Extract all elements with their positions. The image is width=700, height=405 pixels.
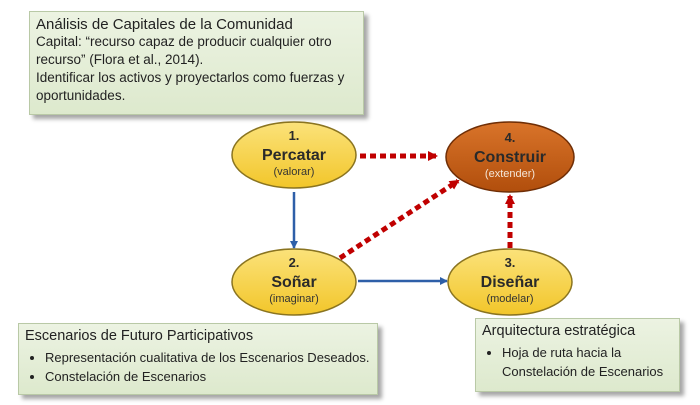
list-item: Representación cualitativa de los Escena… — [45, 348, 371, 367]
list-item: Hoja de ruta hacia la Constelación de Es… — [502, 343, 673, 381]
node-label: Percatar — [262, 147, 326, 164]
capitales-analysis-box: Análisis de Capitales de la Comunidad Ca… — [29, 11, 364, 115]
node-number: 2. — [289, 255, 300, 270]
node-subtitle: (modelar) — [486, 293, 533, 305]
escenarios-list: Representación cualitativa de los Escena… — [25, 348, 371, 386]
node-label: Diseñar — [481, 274, 540, 291]
node-subtitle: (extender) — [485, 168, 535, 180]
arquitectura-title: Arquitectura estratégica — [482, 323, 636, 339]
node-sonar: 2. Soñar (imaginar) — [231, 248, 357, 316]
node-percatar: 1. Percatar (valorar) — [231, 121, 357, 189]
node-label: Construir — [474, 149, 546, 166]
node-subtitle: (imaginar) — [269, 293, 319, 305]
capitales-line: Capital: “recurso capaz de producir cual… — [36, 34, 332, 49]
capitales-line: recurso” (Flora et al., 2014). — [36, 52, 204, 67]
node-disenar: 3. Diseñar (modelar) — [447, 248, 573, 316]
node-construir: 4. Construir (extender) — [445, 121, 575, 193]
node-label: Soñar — [271, 274, 316, 291]
arquitectura-list: Hoja de ruta hacia la Constelación de Es… — [482, 343, 673, 381]
capitales-line: oportunidades. — [36, 88, 126, 103]
arquitectura-box: Arquitectura estratégica Hoja de ruta ha… — [475, 318, 680, 392]
node-number: 3. — [505, 255, 516, 270]
node-number: 1. — [289, 128, 300, 143]
escenarios-title: Escenarios de Futuro Participativos — [25, 328, 254, 344]
capitales-line: Identificar los activos y proyectarlos c… — [36, 70, 345, 85]
node-subtitle: (valorar) — [274, 166, 315, 178]
escenarios-box: Escenarios de Futuro Participativos Repr… — [18, 323, 378, 395]
dotted-arrow-sonar-construir — [338, 178, 460, 261]
list-item: Constelación de Escenarios — [45, 367, 371, 386]
capitales-title: Análisis de Capitales de la Comunidad — [36, 16, 293, 33]
node-number: 4. — [505, 130, 516, 145]
